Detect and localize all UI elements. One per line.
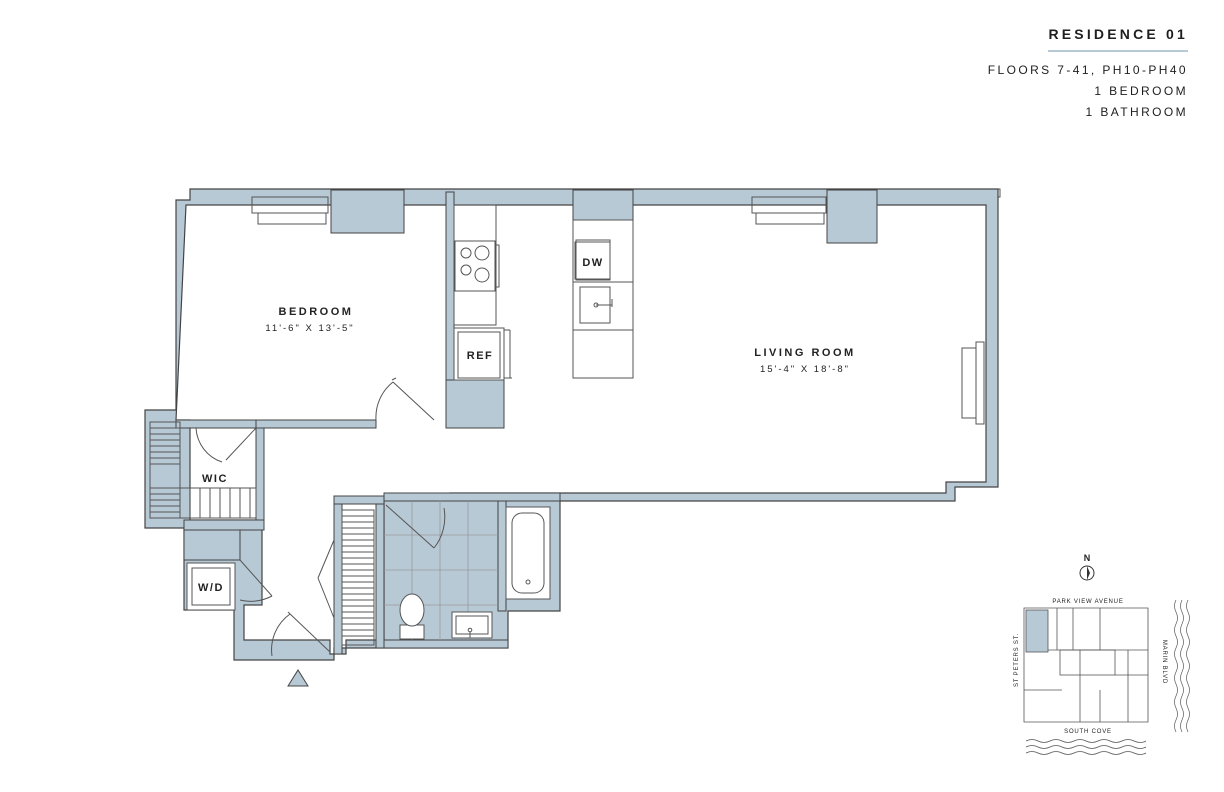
washer-dryer: [186, 562, 236, 611]
south-cove-label: SOUTH COVE: [1064, 729, 1112, 735]
st-peters-label: ST PETERS ST.: [1014, 633, 1020, 687]
wic-shelves: [149, 421, 257, 519]
window-strip: [189, 188, 1001, 481]
living-room-dimensions: 15'-4" X 18'-8": [760, 364, 850, 375]
compass-icon: [1079, 565, 1095, 581]
site-building-outline: [1023, 607, 1149, 723]
ref-label: REF: [467, 350, 494, 362]
dw-label: DW: [582, 257, 603, 269]
bathroom-count: 1 BATHROOM: [1085, 105, 1188, 119]
bath-sink: [451, 611, 493, 639]
bedroom-label: BEDROOM: [279, 306, 354, 318]
water-waves: [1025, 599, 1190, 755]
bedroom-dimensions: 11'-6" X 13'-5": [265, 323, 354, 334]
living-room-label: LIVING ROOM: [754, 347, 855, 359]
bedroom-count: 1 BEDROOM: [1094, 84, 1188, 98]
door-swings: [195, 377, 446, 657]
room-labels: BEDROOM 11'-6" X 13'-5" LIVING ROOM 15'-…: [198, 257, 855, 594]
north-label: N: [1084, 553, 1091, 563]
residence-location-marker: [1025, 609, 1049, 653]
appliance-boxes: [574, 241, 611, 280]
park-view-avenue-label: PARK VIEW AVENUE: [1052, 599, 1123, 605]
entry-arrow: [287, 669, 309, 687]
title-rule: [1048, 50, 1188, 52]
window-units: [251, 196, 985, 425]
site-key-map: N PARK VIEW AVENUE ST PETERS ST. MARIN B…: [1014, 553, 1190, 755]
wic-label: WIC: [202, 473, 228, 485]
kitchen-island: [572, 219, 634, 379]
residence-header: RESIDENCE 01 FLOORS 7-41, PH10-PH40 1 BE…: [988, 26, 1188, 123]
columns: [330, 189, 878, 429]
marin-blvd-label: MARIN BLVD: [1161, 640, 1167, 684]
bathtub: [505, 506, 551, 600]
kitchen-counter: [453, 204, 512, 381]
floor-plan-drawing: [144, 188, 1001, 687]
hall-closet-shelves: [341, 509, 375, 646]
residence-title: RESIDENCE 01: [1048, 26, 1188, 42]
toilet: [399, 593, 425, 640]
floors-info: FLOORS 7-41, PH10-PH40: [987, 63, 1188, 77]
wd-label: W/D: [198, 582, 224, 594]
